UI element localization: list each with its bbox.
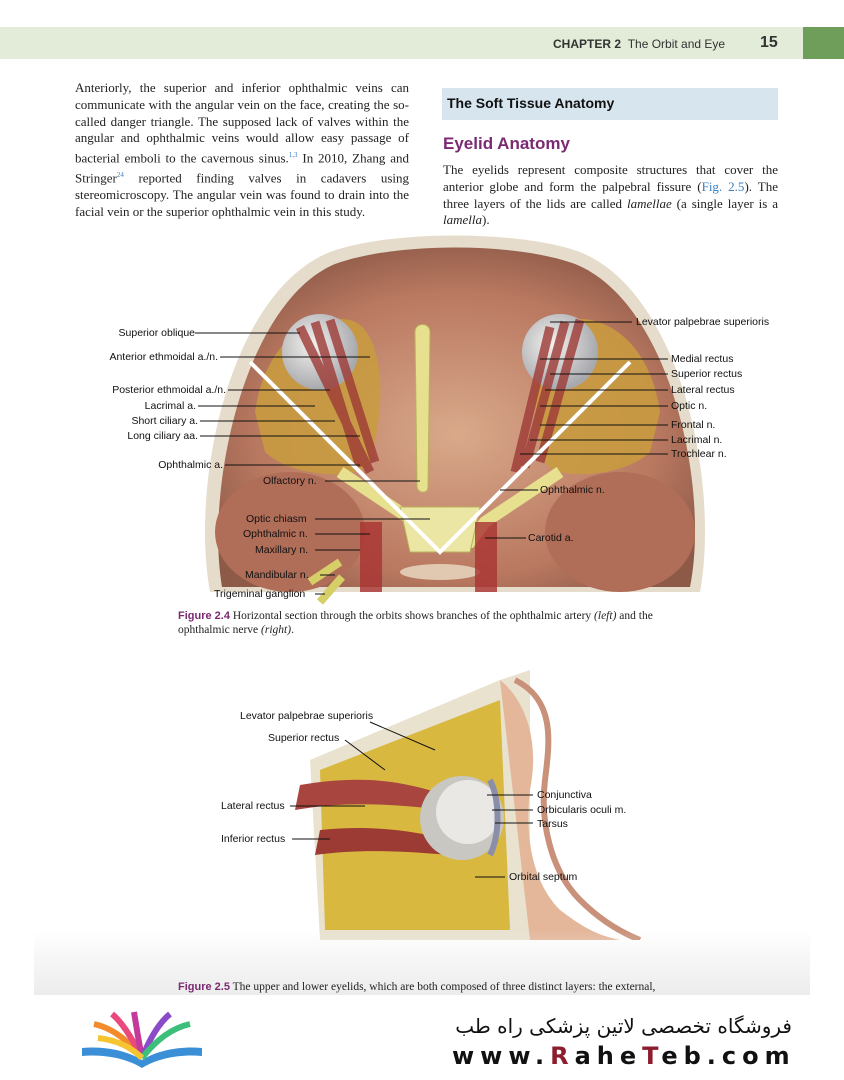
- label-superior-rectus: Superior rectus: [671, 368, 743, 380]
- label-levator-palpebrae: Levator palpebrae superioris: [636, 316, 770, 328]
- label-mandibular-nerve: Mandibular n.: [245, 569, 309, 581]
- label-short-ciliary: Short ciliary a.: [131, 415, 198, 427]
- store-url[interactable]: www.RaheTeb.com: [452, 1042, 796, 1070]
- label-lacrimal-artery: Lacrimal a.: [144, 400, 196, 412]
- left-column-paragraph: Anteriorly, the superior and inferior op…: [75, 80, 409, 220]
- label-optic-chiasm: Optic chiasm: [246, 513, 307, 525]
- label-levator-palpebrae-sagittal: Levator palpebrae superioris: [240, 710, 374, 722]
- page-number: 15: [760, 34, 778, 51]
- label-trochlear-nerve: Trochlear n.: [671, 448, 727, 460]
- running-header-bar: [0, 27, 803, 59]
- scan-fade: [34, 930, 810, 995]
- label-lateral-rectus-sagittal: Lateral rectus: [221, 800, 285, 812]
- figure-reference-link[interactable]: Fig. 2.5: [701, 178, 745, 194]
- figure-2-5-illustration: Levator palpebrae superioris Superior re…: [200, 660, 700, 943]
- label-lateral-rectus: Lateral rectus: [671, 384, 735, 396]
- label-olfactory-nerve: Olfactory n.: [263, 475, 317, 487]
- label-trigeminal-ganglion: Trigeminal ganglion: [214, 588, 306, 600]
- label-superior-oblique: Superior oblique: [118, 327, 195, 339]
- right-column-paragraph: The eyelids represent composite structur…: [443, 162, 779, 228]
- label-orbital-septum: Orbital septum: [509, 871, 578, 883]
- reference-1[interactable]: 1,3: [288, 151, 298, 160]
- label-maxillary-nerve: Maxillary n.: [255, 544, 309, 556]
- label-optic-nerve: Optic n.: [671, 400, 708, 412]
- running-header-chapter: CHAPTER 2 The Orbit and Eye: [553, 37, 726, 51]
- label-lacrimal-nerve: Lacrimal n.: [671, 434, 723, 446]
- label-ophthalmic-artery: Ophthalmic a.: [158, 459, 223, 471]
- figure-2-4-illustration: Superior oblique Anterior ethmoidal a./n…: [70, 232, 810, 612]
- label-long-ciliary: Long ciliary aa.: [127, 430, 198, 442]
- label-posterior-ethmoidal: Posterior ethmoidal a./n.: [112, 384, 226, 396]
- figure-2-5-caption: Figure 2.5 The upper and lower eyelids, …: [178, 981, 656, 993]
- label-ophthalmic-nerve-right: Ophthalmic n.: [540, 484, 605, 496]
- reference-24[interactable]: 24: [116, 171, 124, 180]
- label-carotid-artery: Carotid a.: [528, 532, 574, 544]
- eyelid-section-drawing: [290, 670, 642, 943]
- orbit-section-drawing: [195, 235, 705, 605]
- book-logo-icon: [82, 1011, 202, 1068]
- running-header-block: [803, 27, 844, 59]
- subheading: Eyelid Anatomy: [443, 134, 570, 153]
- label-inferior-rectus: Inferior rectus: [221, 833, 286, 845]
- label-tarsus: Tarsus: [537, 818, 568, 830]
- label-conjunctiva: Conjunctiva: [537, 789, 592, 801]
- label-orbicularis-oculi: Orbicularis oculi m.: [537, 804, 627, 816]
- store-name: فروشگاه تخصصی لاتین پزشکی راه طب: [455, 1014, 792, 1038]
- section-title: The Soft Tissue Anatomy: [442, 88, 778, 120]
- label-superior-rectus-sagittal: Superior rectus: [268, 732, 340, 744]
- label-medial-rectus: Medial rectus: [671, 353, 734, 365]
- label-frontal-nerve: Frontal n.: [671, 419, 716, 431]
- label-ophthalmic-nerve-left: Ophthalmic n.: [243, 528, 308, 540]
- label-anterior-ethmoidal: Anterior ethmoidal a./n.: [109, 351, 218, 363]
- figure-2-4-caption: Figure 2.4 Horizontal section through th…: [178, 610, 653, 636]
